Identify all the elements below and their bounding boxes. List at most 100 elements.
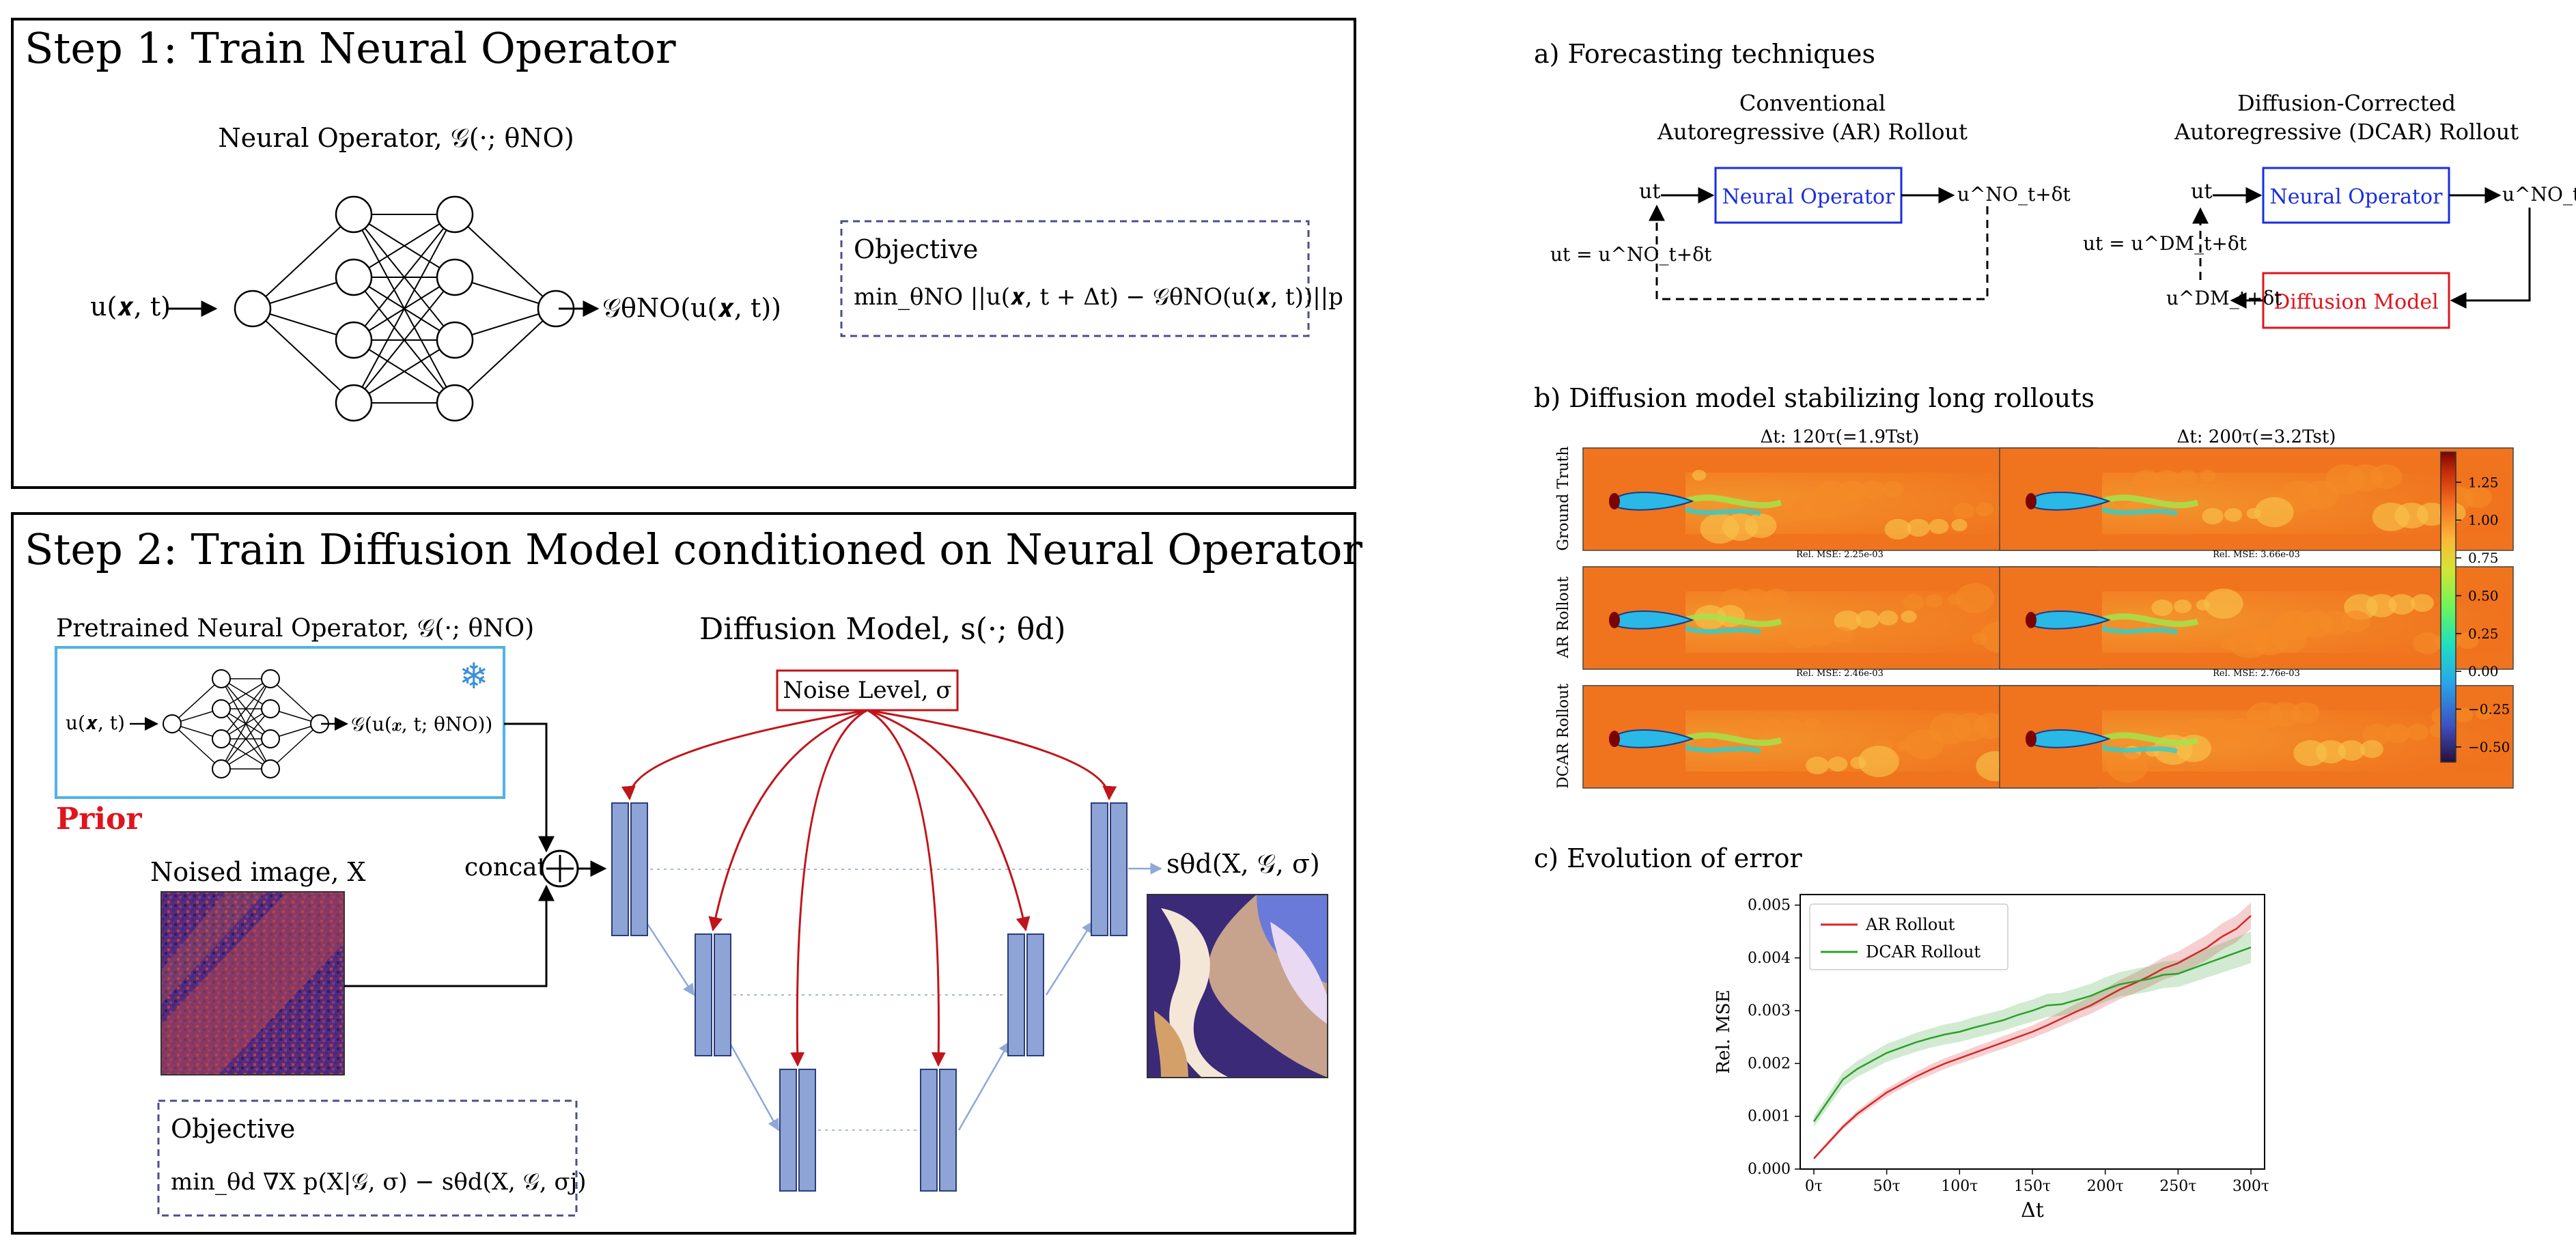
vortex	[2384, 724, 2410, 743]
colorbar-tick-label: 0.50	[2468, 587, 2499, 604]
network-node	[212, 759, 231, 778]
stagnation-point	[2026, 731, 2036, 747]
vortex	[1903, 594, 1924, 610]
vortex	[2222, 718, 2256, 744]
network-node	[335, 384, 373, 422]
airfoil	[2026, 492, 2111, 511]
flow-field-panel	[1999, 685, 2514, 789]
row-label-ground-truth: Ground Truth	[1555, 446, 1572, 550]
vortex	[1858, 746, 1899, 777]
vortex	[2291, 702, 2320, 724]
unet-block	[1026, 933, 1044, 1056]
vortex	[1759, 718, 1784, 737]
vortex	[1884, 519, 1912, 539]
shear-layer	[1684, 507, 1761, 516]
row-label-ar-rollout: AR Rollout	[1555, 576, 1572, 659]
dcar-title-line1: Diffusion-Corrected	[2237, 90, 2456, 116]
step2-objective-box: Objective min_θd ∇X p(X|𝒢, σ) − sθd(X, 𝒢…	[157, 1099, 587, 1217]
airfoil	[2026, 729, 2111, 748]
mse-ar-200: Rel. MSE: 3.66e-03	[2213, 550, 2300, 560]
unet-block	[798, 1069, 816, 1192]
network-node	[261, 759, 280, 778]
colorbar-tick-label: 0.75	[2468, 550, 2499, 566]
shear-layer	[2101, 626, 2178, 635]
airfoil	[2026, 610, 2111, 630]
vortex	[2453, 707, 2474, 722]
vortex	[2362, 724, 2391, 746]
vortex	[1925, 594, 1943, 608]
denoised-output-image	[1147, 894, 1328, 1078]
dcar-neural-operator-label: Neural Operator	[2270, 185, 2444, 209]
step2-title: Step 2: Train Diffusion Model conditione…	[25, 524, 1362, 574]
dcar-title-line2: Autoregressive (DCAR) Rollout	[2174, 119, 2519, 145]
snowflake-icon: ❄	[459, 656, 489, 697]
vortex	[2416, 503, 2448, 526]
vortex	[1737, 718, 1765, 740]
vortex	[1763, 589, 1790, 609]
noise-conditioning-arrow	[867, 709, 946, 1067]
vortex	[2273, 627, 2307, 653]
vortex	[1813, 497, 1840, 518]
stagnation-point	[2026, 612, 2036, 628]
colorbar-tick-label: 0.00	[2468, 663, 2499, 679]
pretrained-network-diagram	[163, 669, 329, 778]
noise-level-box	[776, 669, 959, 712]
mse-ar-120: Rel. MSE: 2.25e-03	[1796, 550, 1884, 560]
noise-conditioning-arrow	[708, 709, 868, 932]
shear-layer	[1684, 494, 1782, 509]
ar-title-line2: Autoregressive (AR) Rollout	[1657, 119, 1968, 145]
row-label-dcar-rollout: DCAR Rollout	[1555, 684, 1572, 789]
unet-block	[779, 1069, 797, 1192]
legend-entry: AR Rollout	[1865, 915, 1955, 934]
ar-neural-operator-label: Neural Operator	[1722, 185, 1896, 209]
ar-title-line1: Conventional	[1739, 90, 1886, 116]
network-edge	[270, 723, 320, 770]
network-node	[335, 321, 373, 359]
shear-layer	[2101, 744, 2178, 754]
step2-pretrained-output: 𝒢(u(𝒙, t; θNO))	[351, 713, 492, 735]
dcar-feedback-label: ut = u^DM_t+δt	[2083, 232, 2248, 255]
step2-objective-formula: min_θd ∇X p(X|𝒢, σ) − sθd(X, 𝒢, σj)	[171, 1168, 587, 1196]
noise-conditioning-arrow	[621, 709, 868, 801]
unet-flow-arrow	[1045, 920, 1094, 996]
vortex	[1953, 503, 1975, 519]
vortex	[1740, 589, 1772, 612]
shear-layer	[2101, 732, 2199, 746]
series-line-ar-rollout	[1813, 914, 2252, 1159]
ar-ut-label: ut	[1639, 180, 1660, 203]
concat-operator	[541, 849, 579, 888]
ar-feedback-label: ut = u^NO_t+δt	[1550, 243, 1712, 266]
step1-objective-title: Objective	[854, 234, 978, 264]
network-edge	[252, 308, 354, 404]
airfoil	[1609, 729, 1694, 748]
panel-c-title: c) Evolution of error	[1534, 843, 1802, 873]
dcar-dm-state-label: u^DM_t+δt	[2166, 287, 2282, 309]
y-tick-label: 0.001	[1748, 1108, 1791, 1125]
network-node	[261, 669, 280, 688]
x-tick-label: 200τ	[2087, 1178, 2124, 1195]
stagnation-point	[1609, 612, 1620, 628]
step1-title: Step 1: Train Neural Operator	[25, 23, 676, 73]
vortex	[2177, 470, 2198, 485]
panel-a: a) Forecasting techniques Conventional A…	[1534, 39, 2576, 329]
mse-dcar-120: Rel. MSE: 2.46e-03	[1796, 669, 1884, 679]
dcar-next-state-label: u^NO_t+δt	[2502, 183, 2576, 206]
panel-b-col2-label: Δt: 200τ(=3.2Tst)	[2177, 427, 2336, 447]
concat-label: concat	[464, 854, 548, 882]
x-tick-label: 300τ	[2232, 1178, 2269, 1195]
network-node	[335, 195, 373, 234]
step1-operator-label: Neural Operator, 𝒢(·; θNO)	[218, 123, 574, 153]
vortex	[2200, 470, 2216, 482]
ar-neural-operator-box	[1714, 167, 1903, 224]
vortex	[1951, 519, 1968, 531]
vortex	[1809, 627, 1835, 646]
vortex	[1828, 757, 1848, 772]
flow-field-panel	[1999, 447, 2514, 551]
vortex	[2413, 632, 2441, 654]
x-axis-label: Δt	[2021, 1198, 2044, 1222]
vortex	[2204, 589, 2243, 619]
network-edge	[221, 708, 271, 770]
vortex	[2338, 740, 2365, 761]
network-edge	[454, 214, 557, 309]
